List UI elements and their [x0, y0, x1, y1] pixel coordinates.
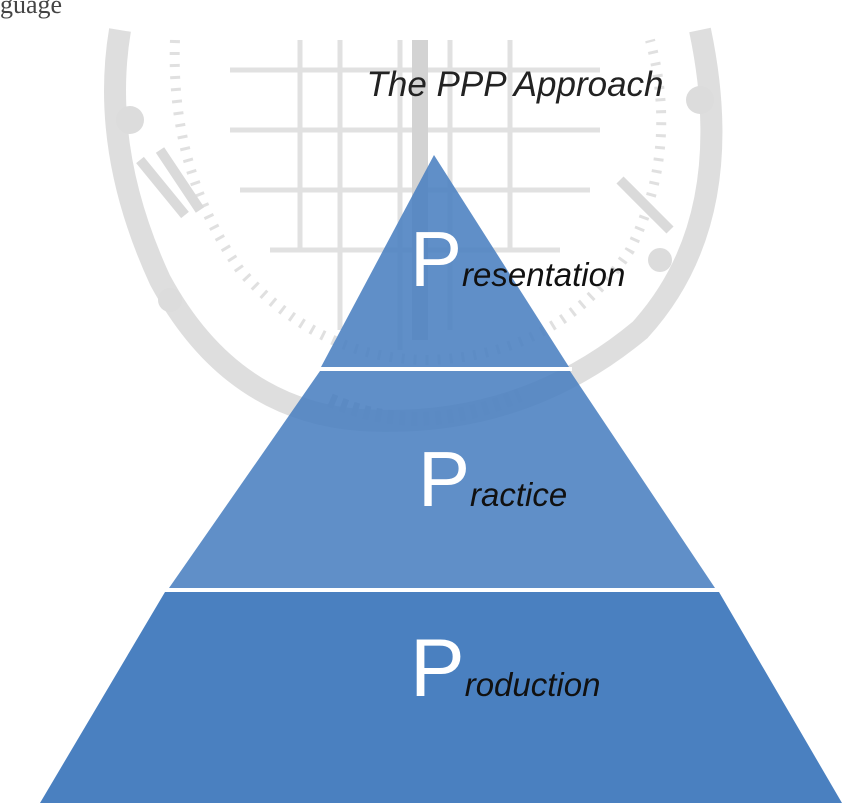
diagram-title: The PPP Approach: [366, 65, 663, 104]
cropped-caption-fragment: guage: [0, 0, 63, 19]
practice-initial: P: [418, 435, 470, 523]
pyramid-layer-practice: [169, 371, 715, 588]
presentation-initial: P: [410, 215, 462, 303]
layer-label-presentation: Presentation: [410, 215, 625, 303]
production-initial: P: [410, 623, 465, 714]
production-rest: roduction: [465, 666, 601, 703]
pyramid-layer-production: [40, 592, 842, 803]
layer-label-production: Production: [410, 623, 600, 714]
practice-rest: ractice: [470, 476, 567, 513]
layer-label-practice: Practice: [418, 435, 567, 523]
presentation-rest: resentation: [462, 256, 625, 293]
pyramid-layer-presentation: [321, 155, 569, 367]
